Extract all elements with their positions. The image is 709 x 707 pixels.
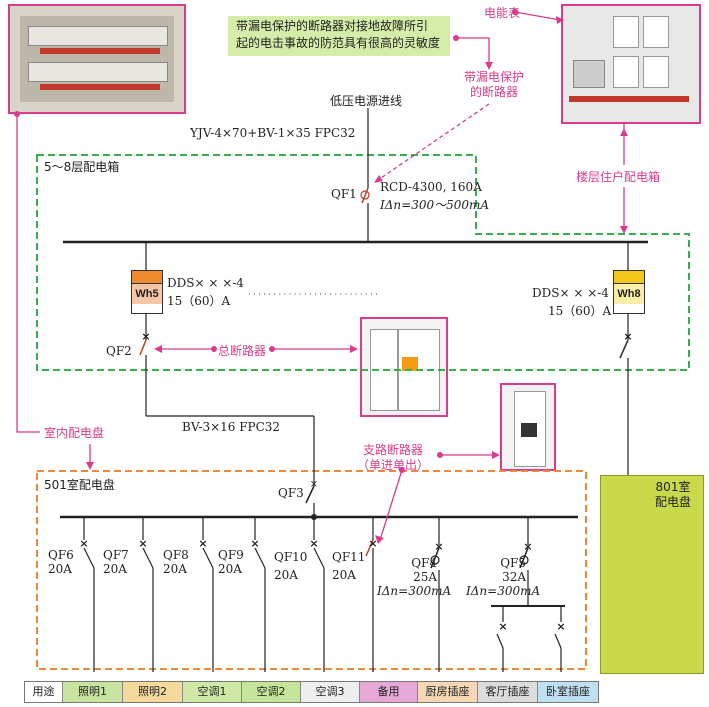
svg-text:×: × — [556, 620, 565, 633]
meter-top-label: 电能表 — [484, 6, 521, 20]
qf1-label: QF1 — [331, 187, 357, 201]
meter-wh5-name: Wh5 — [132, 283, 162, 304]
usage-cell-7: 厨房插座 — [418, 682, 478, 702]
branch-qf6-id: QF6 — [48, 548, 74, 562]
meter-wh5: Wh5 — [131, 270, 163, 314]
branch-cable-spec: BV-3×16 FPC32 — [182, 420, 281, 434]
svg-text:×: × — [434, 540, 443, 553]
usage-cell-9: 卧室插座 — [538, 682, 598, 702]
main-cable-spec: YJV-4×70+BV-1×35 FPC32 — [190, 126, 356, 140]
floor-dist-label: 楼层住户配电箱 — [576, 170, 661, 184]
branch-qf7-rating: 20A — [103, 562, 127, 576]
svg-text:×: × — [309, 537, 318, 550]
branch-qf4-leak: IΔn=300mA — [377, 584, 452, 598]
svg-text:×: × — [498, 620, 507, 633]
rcd-label-line-2: 的断路器 — [470, 85, 519, 99]
svg-text:×: × — [141, 330, 150, 343]
svg-text:×: × — [250, 537, 259, 550]
branch-qf9-id: QF9 — [218, 548, 244, 562]
meter-wh5-top — [132, 271, 162, 283]
branch-breaker-photo — [500, 383, 556, 471]
svg-text:×: × — [310, 479, 318, 490]
qf3-label: QF3 — [278, 486, 304, 500]
qf1-spec-1: RCD-4300, 160A — [380, 180, 482, 194]
distribution-panel-photo — [8, 4, 186, 114]
rcd-label-line-1: 带漏电保护 — [464, 70, 525, 84]
meter-dots: · · · · · · · · · · · · · · · · · · · · … — [248, 290, 378, 299]
branch-qf10-id: QF10 — [274, 550, 308, 564]
room801-label-2: 配电盘 — [655, 495, 692, 509]
callout-line-2: 起的电击事故的防范具有很高的灵敏度 — [236, 36, 441, 50]
svg-text:×: × — [523, 540, 532, 553]
branch-qf5-rating: 32A — [502, 570, 526, 584]
room801-label-1: 801室 — [655, 480, 691, 494]
floor-box-label: 5～8层配电箱 — [44, 160, 120, 174]
floor-meter-box-photo — [561, 4, 701, 124]
branch-breaker-label: 支路断路器 （单进单出） — [357, 443, 429, 473]
meter-wh8-top — [614, 271, 644, 283]
usage-cell-2: 照明2 — [123, 682, 183, 702]
branch-qf11: QF11 20A — [332, 548, 365, 584]
branch-breaker-label-1: 支路断路器 — [363, 443, 424, 457]
room801-label: 801室 配电盘 — [655, 480, 691, 510]
svg-text:×: × — [198, 537, 207, 550]
usage-cell-5: 空调3 — [301, 682, 360, 702]
svg-text:×: × — [79, 537, 88, 550]
svg-text:×: × — [368, 537, 377, 550]
branch-qf9-rating: 20A — [218, 562, 242, 576]
usage-cell-3: 空调1 — [183, 682, 242, 702]
branch-qf10: QF10 20A — [274, 548, 307, 584]
supply-in-label: 低压电源进线 — [330, 94, 403, 108]
branch-qf11-rating: 20A — [332, 568, 356, 582]
branch-qf4-id: QF4 — [411, 556, 437, 570]
branch-qf5-leak: IΔn=300mA — [466, 584, 541, 598]
meter-spec-right-2: 15（60）A — [548, 304, 612, 318]
svg-text:×: × — [623, 330, 632, 343]
qf1-spec-2: IΔn=300～500mA — [380, 198, 490, 212]
usage-cell-1: 照明1 — [63, 682, 123, 702]
qf2-label: QF2 — [106, 344, 132, 358]
usage-cell-8: 客厅插座 — [478, 682, 538, 702]
branch-qf8-id: QF8 — [163, 548, 189, 562]
usage-cell-6: 备用 — [360, 682, 418, 702]
branch-qf10-rating: 20A — [274, 568, 298, 582]
meter-spec-left-1: DDS× × ×-4 — [167, 276, 244, 290]
branch-qf6-rating: 20A — [48, 562, 72, 576]
rcd-callout: 带漏电保护的断路器对接地故障所引 起的电击事故的防范具有很高的灵敏度 — [228, 16, 450, 56]
usage-row: 用途 照明1 照明2 空调1 空调2 空调3 备用 厨房插座 客厅插座 卧室插座 — [24, 681, 599, 703]
indoor-box-label: 室内配电盘 — [44, 426, 105, 440]
branch-qf4-rating: 25A — [413, 570, 437, 584]
meter-wh8-name: Wh8 — [614, 283, 644, 304]
callout-line-1: 带漏电保护的断路器对接地故障所引 — [236, 19, 429, 33]
branch-qf8-rating: 20A — [163, 562, 187, 576]
branch-qf11-id: QF11 — [332, 550, 366, 564]
meter-wh8: Wh8 — [613, 270, 645, 314]
branch-qf5-id: QF5 — [500, 556, 526, 570]
main-breaker-label: 总断路器 — [218, 344, 267, 358]
rcd-label: 带漏电保护 的断路器 — [464, 70, 524, 100]
svg-text:×: × — [138, 537, 147, 550]
usage-cell-4: 空调2 — [242, 682, 301, 702]
usage-cell-0: 用途 — [25, 682, 63, 702]
meter-spec-right-1: DDS× × ×-4 — [532, 286, 609, 300]
branch-breaker-label-2: （单进单出） — [357, 458, 430, 472]
room801-box: 801室 配电盘 — [600, 475, 704, 674]
branch-qf7-id: QF7 — [103, 548, 129, 562]
meter-spec-left-2: 15（60）A — [167, 294, 231, 308]
room501-label: 501室配电盘 — [44, 478, 115, 492]
